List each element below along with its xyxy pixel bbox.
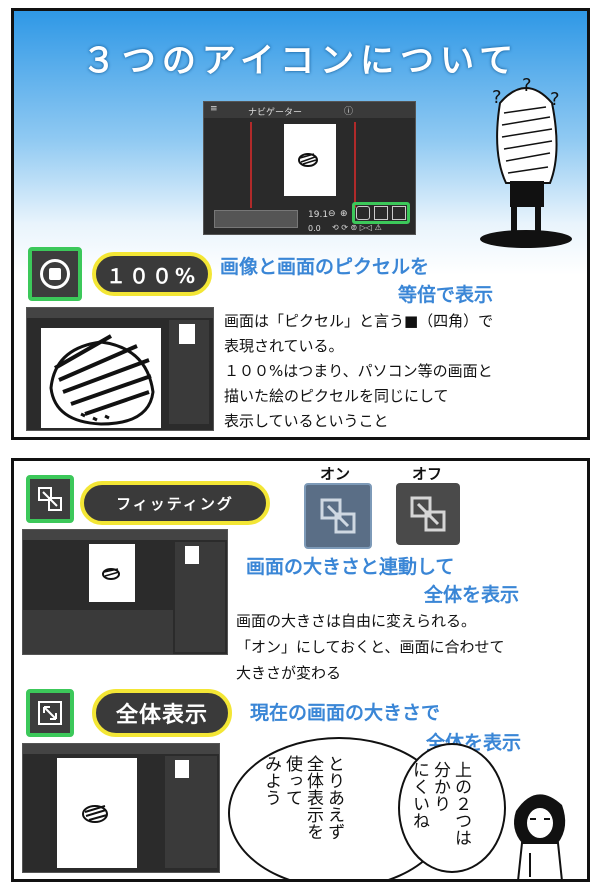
actual-size-body-3: １００%はつまり、パソコン等の画面と	[224, 362, 493, 380]
show-whole-heading-line1: 現在の画面の大きさで	[250, 702, 441, 724]
fitting-body-3: 大きさが変わる	[236, 664, 342, 682]
off-label: オフ	[412, 465, 443, 483]
character-thinking	[514, 794, 566, 879]
speech-line: 上の２つは	[451, 761, 471, 846]
fit-window-icon	[410, 496, 446, 532]
actual-size-label: １００%	[105, 263, 199, 288]
fitting-body-1: 画面の大きさは自由に変えられる。	[236, 612, 477, 630]
fit-window-icon	[320, 498, 356, 534]
zoom-out-icon[interactable]: ⊖	[328, 209, 336, 219]
canvas-area	[57, 758, 137, 868]
navigator-screenshot: ≡ ナビゲーター ⓘ 19.1 ⊖ ⊕ 0.0 ⟲ ⟳ ⊚ ▷◁ ⚠	[203, 101, 416, 235]
zoom-value: 19.1	[308, 210, 329, 220]
speech-line: とりあえず	[324, 755, 344, 840]
actual-size-body-5: 表示しているということ	[224, 412, 389, 430]
actual-size-button[interactable]	[28, 247, 82, 301]
icon-group-highlight	[352, 202, 410, 224]
speech-text-large: とりあえず 全体表示を 使って みよう	[260, 755, 344, 871]
show-whole-icon	[38, 701, 62, 725]
actual-size-icon	[40, 259, 70, 289]
navigator-preview	[284, 124, 336, 196]
fitting-body-2: 「オン」にしておくと、画面に合わせて	[236, 638, 505, 656]
canvas-area	[41, 328, 161, 428]
software-screenshot-100	[26, 307, 214, 431]
speech-line: にくいね	[409, 761, 429, 829]
fitting-pill: フィッティング	[80, 481, 270, 525]
scribble-drawing	[102, 568, 120, 580]
fit-window-button[interactable]	[26, 475, 74, 523]
fit-on-state[interactable]	[304, 483, 372, 549]
scribble-drawing	[82, 805, 108, 823]
speech-line: 全体表示を	[303, 755, 323, 840]
scribble-drawing	[298, 153, 318, 167]
scribble-drawing	[49, 334, 155, 426]
speech-bubble-small	[398, 743, 506, 873]
speech-line: みよう	[261, 755, 281, 806]
zoom-in-icon[interactable]: ⊕	[340, 209, 348, 219]
fitting-heading-line1: 画面の大きさと連動して	[246, 556, 455, 578]
actual-size-body-1: 画面は「ピクセル」と言う■（四角）で	[224, 312, 494, 330]
fitting-label: フィッティング	[116, 494, 234, 513]
navigator-tab[interactable]: ナビゲーター	[248, 108, 303, 118]
character-confused	[480, 87, 572, 248]
actual-size-pill: １００%	[92, 252, 212, 296]
actual-size-body-4: 描いた絵のピクセルを同じにして	[224, 387, 449, 405]
menu-icon[interactable]: ≡	[210, 104, 218, 114]
speech-line: 使って	[282, 755, 302, 806]
on-label: オン	[320, 465, 351, 483]
question-mark: ?	[522, 75, 532, 96]
rotate-value: 0.0	[308, 224, 321, 233]
speech-text-small: 上の２つは 分かり にくいね	[408, 761, 471, 857]
canvas-area	[89, 544, 135, 602]
fit-off-state[interactable]	[396, 483, 460, 545]
software-screenshot-whole	[22, 743, 220, 873]
show-whole-button[interactable]	[26, 689, 74, 737]
fit-window-icon[interactable]	[374, 206, 388, 220]
panel-actual-size: ３つのアイコンについて ≡ ナビゲーター ⓘ 19.1 ⊖ ⊕ 0.0 ⟲ ⟳ …	[11, 8, 590, 440]
panel-fitting-and-whole: フィッティング オン オフ 画面の大きさと連動して 全体を表示 画面の大	[11, 458, 590, 882]
info-icon[interactable]: ⓘ	[344, 107, 354, 117]
show-whole-label: 全体表示	[115, 703, 208, 728]
actual-size-body-2: 表現されている。	[224, 337, 344, 355]
fit-window-icon	[38, 487, 62, 511]
actual-size-heading-line2: 等倍で表示	[398, 284, 494, 306]
question-mark: ?	[550, 89, 560, 110]
show-whole-pill: 全体表示	[92, 689, 232, 737]
show-whole-icon[interactable]	[392, 206, 406, 220]
page-title: ３つのアイコンについて	[81, 41, 520, 81]
actual-size-icon[interactable]	[356, 206, 370, 220]
rotate-icon[interactable]: ⟲ ⟳ ⊚ ▷◁ ⚠	[332, 223, 382, 232]
question-mark: ?	[492, 87, 502, 108]
software-screenshot-fit	[22, 529, 228, 655]
speech-line: 分かり	[430, 761, 450, 812]
actual-size-heading-line1: 画像と画面のピクセルを	[220, 256, 430, 278]
fitting-heading-line2: 全体を表示	[424, 584, 520, 606]
